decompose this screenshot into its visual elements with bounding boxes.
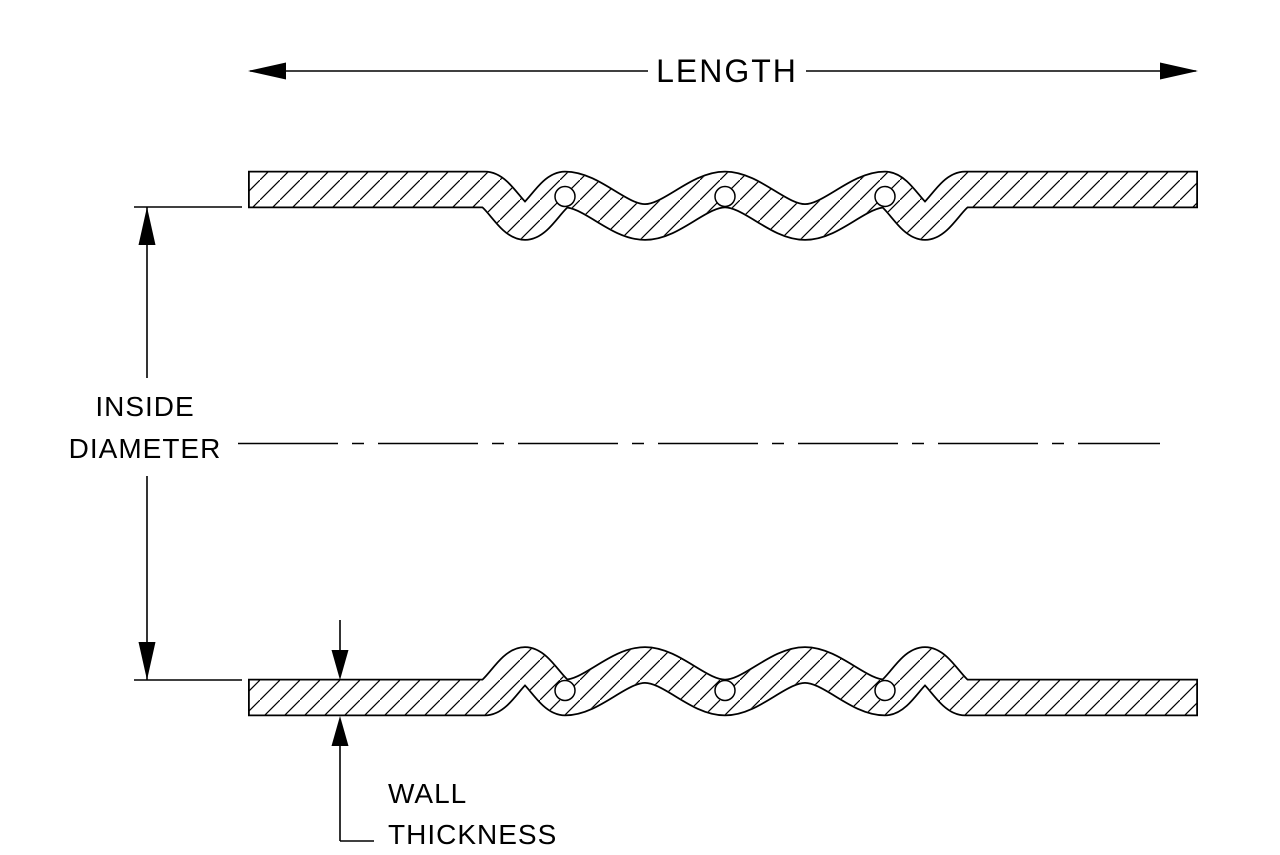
arrowhead-up-icon <box>138 207 156 245</box>
wall-thickness-label-line2: THICKNESS <box>388 819 557 850</box>
length-dimension: LENGTH <box>248 53 1198 89</box>
hose-lower-wall <box>248 665 1198 716</box>
reinforcement-ring-circle <box>874 185 896 208</box>
wall-thickness-annotation: WALL THICKNESS <box>331 620 557 850</box>
arrowhead-up-icon <box>331 716 349 746</box>
wall-thickness-label-line1: WALL <box>388 778 467 809</box>
reinforcement-rings <box>554 185 896 702</box>
arrowhead-down-icon <box>138 642 156 680</box>
hose-upper-wall <box>248 172 1198 223</box>
reinforcement-ring-circle <box>554 679 576 702</box>
inside-diameter-label-line2: DIAMETER <box>69 433 222 464</box>
length-label: LENGTH <box>656 53 798 89</box>
reinforcement-ring-circle <box>714 185 736 208</box>
inside-diameter-label-line1: INSIDE <box>95 391 194 422</box>
arrowhead-left-icon <box>248 62 286 80</box>
inside-diameter-dimension: INSIDE DIAMETER <box>69 206 242 681</box>
arrowhead-down-icon <box>331 650 349 680</box>
reinforcement-ring-circle <box>874 679 896 702</box>
arrowhead-right-icon <box>1160 62 1198 80</box>
reinforcement-ring-circle <box>714 679 736 702</box>
reinforcement-ring-circle <box>554 185 576 208</box>
